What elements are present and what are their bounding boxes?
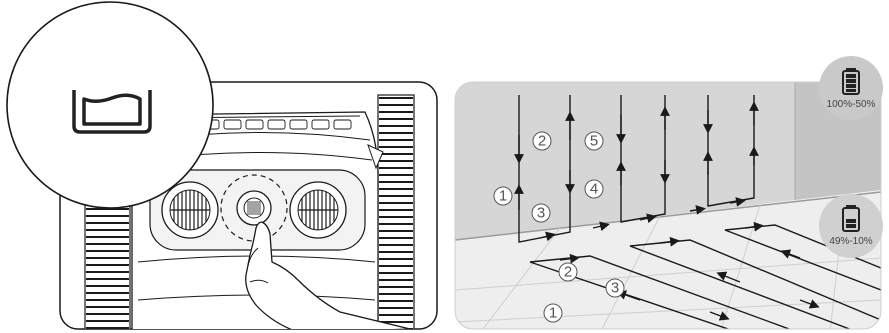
wall-step-label: 4 xyxy=(590,181,598,198)
wall-step-marker-4: 4 xyxy=(584,179,604,199)
wall-cleaning-path xyxy=(514,95,759,243)
wall-step-label: 5 xyxy=(590,133,598,150)
power-button-icon[interactable] xyxy=(220,174,288,242)
wall-step-marker-5: 5 xyxy=(584,131,604,151)
battery-full-icon xyxy=(842,68,860,95)
wall-battery-label: 100%-50% xyxy=(827,99,876,110)
right-fan-grille xyxy=(289,181,347,239)
floor-cleaning-path xyxy=(529,221,881,329)
pressing-hand xyxy=(245,221,411,329)
floor-step-label: 3 xyxy=(611,280,619,297)
left-track xyxy=(84,184,131,329)
floor-step-label: 2 xyxy=(564,264,572,281)
wall-step-marker-2: 2 xyxy=(532,131,552,151)
left-fan-grille xyxy=(161,181,219,239)
floor-step-marker-1: 1 xyxy=(543,303,563,323)
floor-battery-badge: 49%-10% xyxy=(819,194,883,258)
wall-battery-badge: 100%-50% xyxy=(819,56,883,120)
wall-step-label: 3 xyxy=(537,205,545,222)
right-track xyxy=(377,94,415,329)
wall-step-label: 1 xyxy=(499,188,507,205)
floor-battery-label: 49%-10% xyxy=(829,236,872,247)
basket-icon xyxy=(72,90,152,134)
floor-step-marker-3: 3 xyxy=(605,278,625,298)
zoom-circle xyxy=(6,1,214,209)
wall-step-marker-1: 1 xyxy=(493,186,513,206)
wall-step-marker-3: 3 xyxy=(531,203,551,223)
wall-step-label: 2 xyxy=(538,133,546,150)
floor-step-label: 1 xyxy=(549,305,557,322)
cleaning-path-panel: 1 2 3 4 5 1 2 3 100%-50% 49%-10% xyxy=(454,56,883,330)
floor-step-marker-2: 2 xyxy=(558,262,578,282)
battery-half-icon xyxy=(842,205,860,232)
